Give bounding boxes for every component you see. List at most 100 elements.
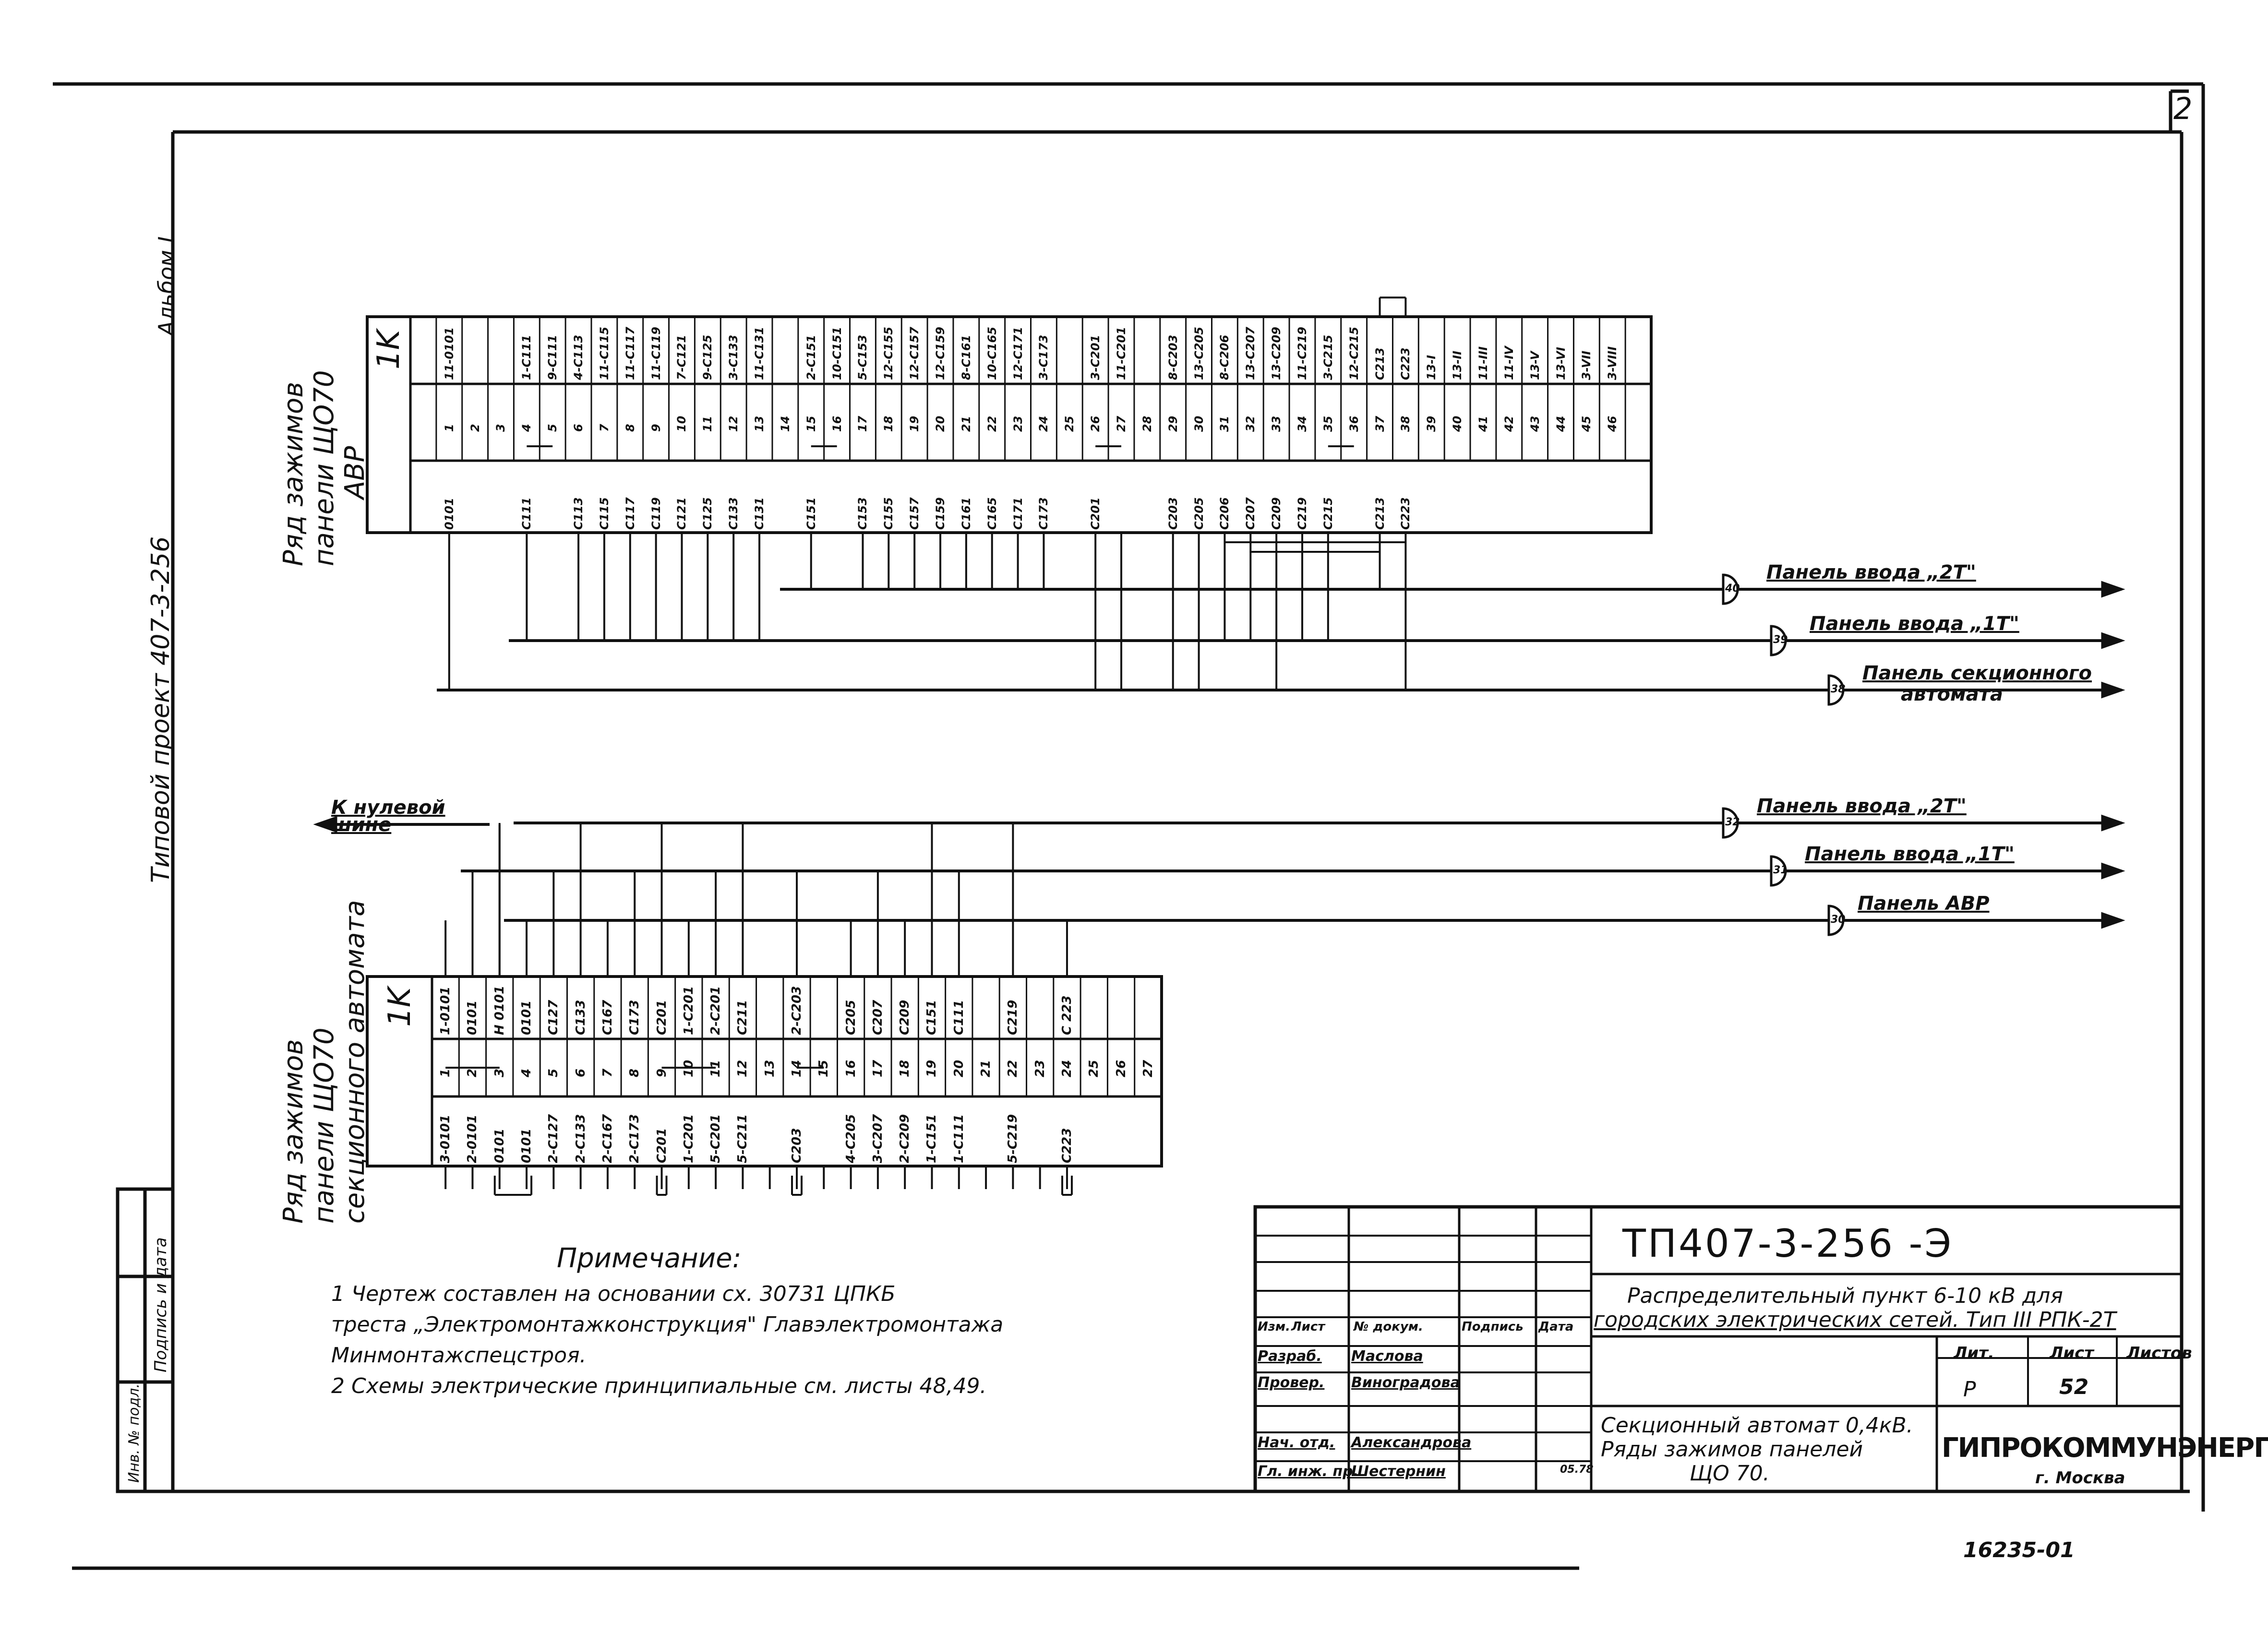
staff-name: Виноградова (1351, 1374, 1460, 1391)
notes-list: 1 Чертеж составлен на основании сх. 3073… (331, 1279, 1003, 1402)
terminal-number: 19 (924, 1060, 939, 1077)
terminal-number: 2 (465, 1068, 480, 1077)
project-label: Типовой проект 407-3-256 (146, 536, 175, 883)
terminal-number: 25 (1087, 1060, 1102, 1077)
terminal-bottom-marking: C205 (1192, 497, 1206, 530)
destination-label: Панель ввода „1Т" (1810, 613, 2019, 635)
terminal-number: 37 (1373, 416, 1387, 432)
cable-number: 31 (1773, 864, 1788, 876)
terminal-bottom-marking: C223 (1059, 1128, 1074, 1163)
terminal-top-marking: C201 (654, 1000, 669, 1035)
object-line-1: Распределительный пункт 6-10 кВ для (1627, 1284, 2063, 1308)
terminal-number: 34 (1295, 416, 1309, 432)
terminal-number: 7 (597, 424, 611, 432)
archive-number: 16235-01 (1963, 1538, 2075, 1562)
terminal-top-marking: 7-C121 (675, 334, 689, 380)
staff-name: Шестернин (1351, 1463, 1446, 1480)
terminal-top-marking: 2-C151 (804, 334, 818, 380)
cable-marker-icon (1827, 674, 1845, 706)
terminal-number: 9 (649, 424, 663, 432)
terminal-number: 18 (882, 416, 896, 432)
terminal-bottom-marking: C159 (934, 497, 947, 530)
terminal-bottom-marking: 5-C219 (1006, 1114, 1020, 1163)
terminal-bottom-marking: C125 (701, 497, 715, 530)
terminal-top-marking: 11-0101 (442, 327, 456, 380)
terminal-number: 10 (675, 416, 689, 432)
org-name: ГИПРОКОММУНЭНЕРГО (1942, 1432, 2268, 1464)
terminal-number: 31 (1218, 416, 1232, 432)
terminal-number: 9 (654, 1068, 669, 1077)
terminal-bottom-marking: 2-C173 (627, 1114, 642, 1163)
terminal-bottom-marking: 3-0101 (438, 1114, 453, 1163)
terminal-number: 25 (1063, 416, 1077, 432)
terminal-top-marking: C205 (843, 1000, 858, 1035)
stamp-sign-label: Подпись и дата (151, 1237, 170, 1372)
terminal-number: 16 (843, 1060, 858, 1077)
terminal-top-marking: C209 (898, 1000, 912, 1035)
arrow-head-icon (2101, 581, 2125, 598)
terminal-bottom-marking: C171 (1011, 497, 1025, 530)
terminal-number: 3 (492, 1068, 507, 1077)
terminal-number: 12 (735, 1060, 750, 1077)
terminal-number: 20 (951, 1060, 966, 1077)
terminal-number: 19 (908, 416, 922, 432)
terminal-number: 21 (959, 416, 973, 432)
terminal-number: 42 (1502, 416, 1516, 432)
terminal-number: 3 (494, 424, 508, 432)
terminal-bottom-marking: 2-C127 (546, 1114, 561, 1163)
terminal-number: 14 (790, 1060, 804, 1077)
terminal-number: 43 (1528, 416, 1542, 432)
terminal-top-marking: C133 (573, 1000, 588, 1035)
terminal-bottom-marking: 1-C151 (924, 1114, 939, 1163)
terminal-number: 39 (1425, 416, 1439, 432)
terminal-number: 38 (1399, 416, 1413, 432)
terminal-bottom-marking: 0101 (519, 1128, 534, 1163)
terminal-bottom-marking: C155 (882, 497, 896, 530)
terminal-number: 27 (1114, 416, 1128, 432)
terminal-top-marking: 3-VII (1580, 350, 1594, 380)
terminal-number: 1 (438, 1068, 453, 1077)
terminal-number: 41 (1476, 416, 1490, 432)
terminal-top-marking: 0101 (519, 1000, 534, 1035)
terminal-top-marking: C151 (924, 1000, 939, 1035)
staff-role: Провер. (1258, 1374, 1325, 1391)
cable-marker-icon (1722, 573, 1739, 605)
terminal-bottom-marking: C219 (1295, 497, 1309, 530)
terminal-top-marking: C223 (1399, 347, 1413, 380)
arrow-head-icon (2101, 862, 2125, 880)
cable-number: 32 (1725, 816, 1740, 828)
terminal-top-marking: 12-C159 (934, 326, 947, 380)
terminal-top-marking: C213 (1373, 347, 1387, 380)
terminal-top-marking: 13-I (1425, 355, 1439, 380)
terminal-number: 14 (778, 416, 792, 432)
title-block-header: Подпись (1462, 1320, 1524, 1334)
terminal-number: 26 (1089, 416, 1103, 432)
terminal-top-marking: 5-C153 (856, 334, 870, 380)
terminal-bottom-marking: 2-C167 (600, 1114, 615, 1163)
note-line: 1 Чертеж составлен на основании сх. 3073… (331, 1282, 896, 1306)
terminal-top-marking: 8-C203 (1166, 334, 1180, 380)
terminal-bottom-marking: C213 (1373, 497, 1387, 530)
terminal-number: 15 (816, 1060, 831, 1077)
terminal-number: 15 (804, 416, 818, 432)
cable-marker-icon (1770, 625, 1787, 656)
terminal-top-marking: 10-C165 (985, 326, 999, 380)
terminal-top-marking: C 223 (1059, 995, 1074, 1035)
staff-role: Нач. отд. (1258, 1434, 1335, 1451)
terminal-number: 16 (830, 416, 844, 432)
sign-date: 05.78 (1560, 1464, 1594, 1476)
album-label: Альбом I (154, 236, 180, 336)
terminal-bottom-marking: C113 (572, 497, 586, 530)
terminal-bottom-marking: C133 (727, 497, 741, 530)
terminal-number: 12 (727, 416, 741, 432)
terminal-number: 23 (1011, 416, 1025, 432)
note-line: 2 Схемы электрические принципиальные см.… (331, 1374, 987, 1398)
terminal-bottom-marking: C151 (804, 497, 818, 530)
terminal-top-marking: 13-C205 (1192, 326, 1206, 380)
org-city: г. Москва (2035, 1468, 2125, 1488)
terminal-bottom-marking: C201 (654, 1128, 669, 1163)
terminal-number: 26 (1114, 1060, 1128, 1077)
destination-label: Панель секционного (1862, 662, 2092, 684)
terminal-number: 4 (519, 1068, 534, 1077)
staff-name: Маслова (1351, 1348, 1423, 1365)
